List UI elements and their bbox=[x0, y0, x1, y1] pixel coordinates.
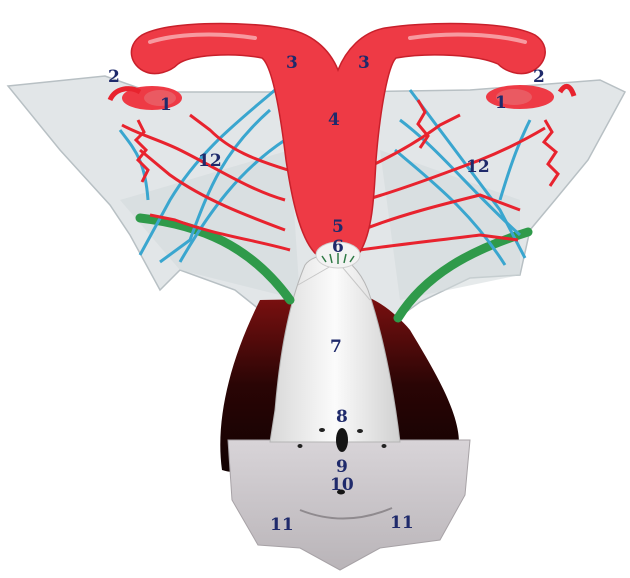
orifice-dot bbox=[357, 429, 363, 433]
label-tube-end-left: 2 bbox=[108, 67, 120, 87]
orifice-dot bbox=[298, 444, 303, 448]
label-horn-right: 3 bbox=[358, 53, 370, 73]
label-vaginal-orifice: 9 bbox=[336, 457, 348, 477]
label-uterine-body: 4 bbox=[328, 110, 340, 130]
orifice-dot bbox=[319, 428, 325, 432]
label-broad-ligament-left: 12 bbox=[198, 151, 222, 171]
label-cervical-os: 6 bbox=[332, 237, 344, 257]
label-cervix: 5 bbox=[332, 217, 344, 237]
label-urethral-opening: 8 bbox=[336, 407, 348, 427]
label-vulva-left: 11 bbox=[270, 515, 294, 535]
label-ovary-left: 1 bbox=[160, 95, 172, 115]
urethral-opening bbox=[336, 428, 348, 452]
label-broad-ligament-right: 12 bbox=[466, 157, 490, 177]
label-ovary-right: 1 bbox=[495, 93, 507, 113]
label-tube-end-right: 2 bbox=[533, 67, 545, 87]
vulva bbox=[228, 440, 470, 570]
label-clitoris: 10 bbox=[330, 475, 354, 495]
label-horn-left: 3 bbox=[286, 53, 298, 73]
orifice-dot bbox=[382, 444, 387, 448]
label-vulva-right: 11 bbox=[390, 513, 414, 533]
label-vagina: 7 bbox=[330, 337, 342, 357]
